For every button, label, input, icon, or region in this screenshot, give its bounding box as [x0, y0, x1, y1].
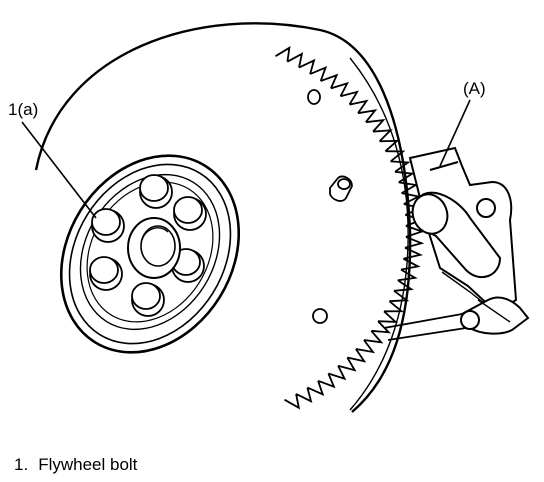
caption-text: Flywheel bolt [38, 455, 138, 474]
figure-caption: 1. Flywheel bolt [14, 455, 137, 475]
caption-number: 1. [14, 455, 29, 474]
center-pilot [127, 217, 181, 279]
tool-callout-label: (A) [463, 79, 486, 98]
bolt-callout-label: 1(a) [8, 100, 39, 119]
flywheel-holes [307, 89, 328, 324]
bolt-leader-line [21, 121, 97, 219]
ring-gear-inner-edge [349, 57, 409, 411]
flywheel-bolt-4 [131, 282, 165, 317]
flywheel-bolt-6 [91, 208, 125, 243]
ring-gear-teeth [275, 46, 425, 410]
tool-leader-line [439, 99, 471, 167]
flywheel-outline [34, 22, 412, 413]
dowel-pin [329, 175, 353, 202]
flywheel-bolt-2 [173, 196, 207, 231]
flywheel-holder-tool [383, 146, 530, 341]
flywheel-bolt-1 [139, 174, 173, 209]
flywheel-bolt-5 [89, 256, 123, 291]
gear-tooth-row [275, 46, 425, 410]
